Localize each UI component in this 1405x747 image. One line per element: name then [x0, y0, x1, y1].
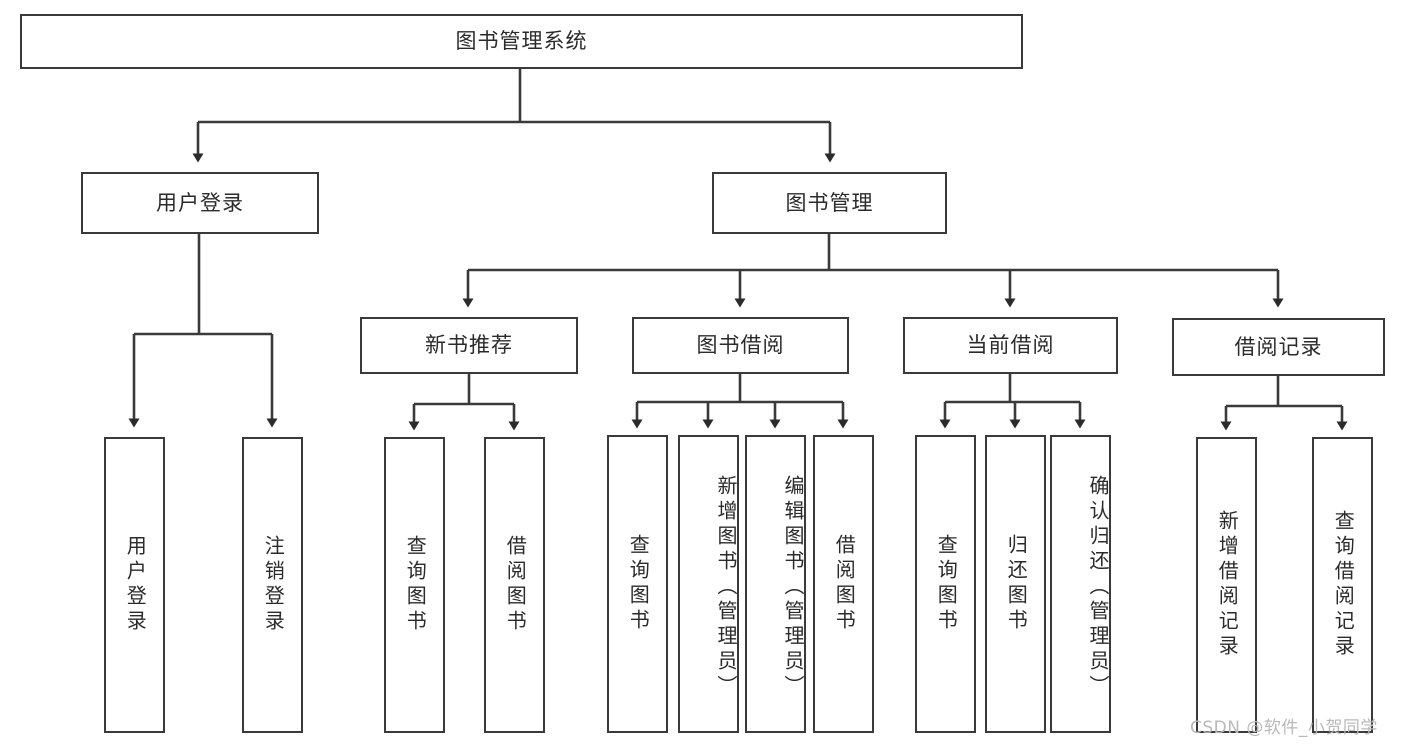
csdn-watermark: CSDN @软件_小贺同学 [1190, 718, 1378, 738]
node-label: 查询图书 [403, 535, 428, 635]
node-label: 确认归还（管理员） [1086, 474, 1110, 700]
leaf-current-query-book[interactable]: 查询图书 [915, 435, 976, 733]
node-label: 当前借阅 [966, 333, 1055, 358]
node-label: 借阅图书 [832, 534, 857, 634]
node-label: 编辑图书（管理员） [781, 474, 805, 700]
leaf-current-confirm-return-admin[interactable]: 确认归还（管理员） [1050, 435, 1111, 733]
leaf-recommend-query-book[interactable]: 查询图书 [384, 437, 445, 733]
node-label: 借阅记录 [1234, 334, 1323, 359]
node-label: 图书借阅 [696, 333, 785, 358]
leaf-recommend-borrow-book[interactable]: 借阅图书 [484, 437, 545, 733]
leaf-borrow-query-book[interactable]: 查询图书 [607, 435, 668, 733]
node-label: 用户登录 [123, 535, 148, 635]
node-new-book-recommend[interactable]: 新书推荐 [360, 317, 578, 374]
node-current-borrow[interactable]: 当前借阅 [903, 317, 1118, 374]
node-label: 新书推荐 [425, 333, 513, 358]
node-borrow-record[interactable]: 借阅记录 [1172, 318, 1385, 376]
node-label: 借阅图书 [503, 535, 528, 635]
node-label: 用户登录 [156, 190, 244, 215]
node-label: 注销登录 [261, 535, 286, 635]
node-label: 图书管理 [785, 190, 874, 215]
leaf-user-logout[interactable]: 注销登录 [242, 437, 303, 733]
node-label: 查询借阅记录 [1331, 510, 1356, 660]
node-user-login[interactable]: 用户登录 [81, 172, 319, 234]
node-book-management[interactable]: 图书管理 [712, 172, 947, 234]
node-label: 查询图书 [626, 534, 651, 634]
leaf-user-login[interactable]: 用户登录 [104, 437, 165, 733]
leaf-current-return-book[interactable]: 归还图书 [985, 435, 1046, 733]
node-root-system[interactable]: 图书管理系统 [20, 14, 1023, 69]
leaf-borrow-add-book-admin[interactable]: 新增图书（管理员） [678, 435, 739, 733]
leaf-record-add-borrow-record[interactable]: 新增借阅记录 [1196, 437, 1257, 733]
node-book-borrow[interactable]: 图书借阅 [632, 317, 849, 374]
node-label: 归还图书 [1004, 534, 1029, 634]
node-label: 查询图书 [934, 534, 959, 634]
leaf-borrow-borrow-book[interactable]: 借阅图书 [813, 435, 874, 733]
node-label: 图书管理系统 [455, 29, 588, 54]
leaf-borrow-edit-book-admin[interactable]: 编辑图书（管理员） [745, 435, 806, 733]
leaf-record-query-borrow-record[interactable]: 查询借阅记录 [1312, 437, 1373, 733]
node-label: 新增图书（管理员） [714, 474, 738, 700]
node-label: 新增借阅记录 [1215, 510, 1240, 660]
